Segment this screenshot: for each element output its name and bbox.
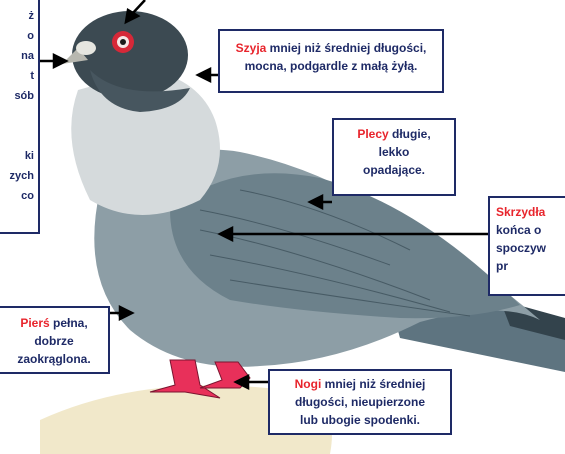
back-label-box: Plecy długie, lekko opadające. [332, 118, 456, 196]
neck-label-line2: mocna, podgardle z małą żyłą. [220, 57, 442, 75]
cere [76, 41, 96, 55]
back-label-text: długie, [389, 127, 431, 141]
chest-label-box: Pierś pełna, dobrze zaokrąglona. [0, 306, 110, 374]
left-line: zych [0, 166, 34, 186]
legs-label-line3: lub ubogie spodenki. [270, 411, 450, 429]
legs-label-highlight: Nogi [295, 377, 322, 391]
left-line [0, 126, 34, 146]
chest-label-line2: dobrze [0, 332, 108, 350]
head [72, 11, 188, 99]
wing-label-highlight: Skrzydła [496, 203, 565, 221]
neck-label-highlight: Szyja [236, 41, 267, 55]
wing-label-box: Skrzydła końca o spoczyw pr [488, 196, 565, 296]
legs-label-text: mniej niż średniej [321, 377, 425, 391]
neck-label-box: Szyja mniej niż średniej długości, mocna… [218, 29, 444, 93]
chest-label-line3: zaokrąglona. [0, 350, 108, 368]
left-line: t [0, 66, 34, 86]
legs-label-line2: długości, nieupierzone [270, 393, 450, 411]
back-label-highlight: Plecy [357, 127, 388, 141]
pupil [120, 39, 126, 45]
left-line: ż [0, 6, 34, 26]
left-line: co [0, 186, 34, 206]
back-label-line3: opadające. [334, 161, 454, 179]
chest-label-text: pełna, [50, 316, 88, 330]
left-line: ki [0, 146, 34, 166]
wing-label-line4: pr [496, 257, 565, 275]
chest-label-highlight: Pierś [20, 316, 49, 330]
left-line [0, 106, 34, 126]
wing-label-line3: spoczyw [496, 239, 565, 257]
back-label-line2: lekko [334, 143, 454, 161]
left-line: o [0, 26, 34, 46]
left-line: sób [0, 86, 34, 106]
neck-label-text: mniej niż średniej długości, [266, 41, 426, 55]
left-line: na [0, 46, 34, 66]
wing-label-line2: końca o [496, 221, 565, 239]
left-label-box: ż o na t sób ki zych co [0, 0, 40, 234]
legs-label-box: Nogi mniej niż średniej długości, nieupi… [268, 369, 452, 435]
